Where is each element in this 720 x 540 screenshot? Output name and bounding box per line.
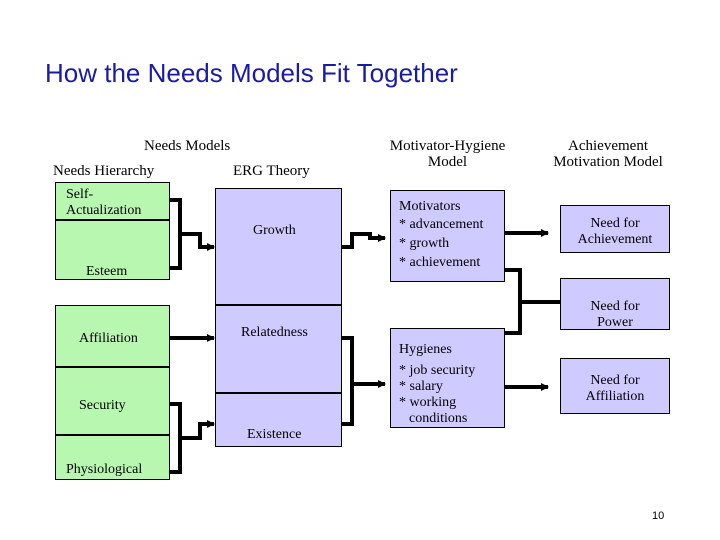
existence-label: Existence [247, 427, 302, 442]
affiliation-label: Affiliation [79, 331, 138, 346]
motivators-item-advancement: * advancement [399, 217, 484, 232]
motivators-item-achievement: * achievement [399, 255, 481, 270]
need-achievement-line1: Need for [590, 216, 640, 231]
need-affiliation-line2: Affiliation [585, 389, 645, 404]
erg-growth: Growth [215, 188, 342, 305]
connector-power-motivators-hygienes [505, 268, 560, 335]
connector-growth-motivators [342, 232, 386, 249]
header-erg-theory: ERG Theory [233, 163, 310, 179]
need-power-line2: Power [597, 315, 633, 330]
need-achievement-line2: Achievement [577, 232, 653, 247]
header-needs-hierarchy: Needs Hierarchy [53, 163, 155, 179]
hierarchy-physiological: Physiological [55, 435, 170, 480]
erg-relatedness: Relatedness [215, 305, 342, 393]
self-actualization-line1: Self- [66, 187, 94, 202]
slide-title: How the Needs Models Fit Together [45, 58, 458, 88]
esteem-label: Esteem [86, 264, 128, 279]
header-achievement-line2: Motivation Model [553, 154, 663, 170]
hygienes-item-salary: * salary [399, 379, 443, 394]
hygienes-item-working: * working [399, 395, 457, 410]
self-actualization-line2: Actualization [66, 203, 142, 218]
bracket-to-existence [170, 402, 214, 474]
header-motivator-hygiene-line2: Model [427, 154, 468, 170]
need-affiliation-line1: Need for [590, 373, 640, 388]
page-number: 10 [652, 510, 665, 522]
need-for-affiliation: Need for Affiliation [560, 358, 670, 414]
erg-existence: Existence [215, 393, 342, 447]
header-needs-models: Needs Models [144, 138, 231, 154]
motivators-box: Motivators * advancement * growth * achi… [390, 190, 505, 282]
hygienes-box: Hygienes * job security * salary * worki… [390, 328, 505, 428]
header-motivator-hygiene: Motivator-Hygiene Model [375, 138, 520, 170]
hygienes-title: Hygienes [399, 342, 452, 357]
header-achievement-motivation: Achievement Motivation Model [538, 138, 678, 170]
motivators-item-growth: * growth [399, 236, 450, 251]
header-achievement-line1: Achievement [568, 138, 648, 154]
hierarchy-affiliation: Affiliation [55, 305, 170, 367]
header-motivator-hygiene-line1: Motivator-Hygiene [389, 138, 506, 154]
hierarchy-esteem: Esteem [55, 220, 170, 280]
hygienes-item-conditions: conditions [409, 411, 468, 426]
motivators-title: Motivators [399, 199, 461, 214]
hierarchy-security: Security [55, 367, 170, 435]
need-power-line1: Need for [590, 299, 640, 314]
need-for-power: Need for Power [560, 278, 670, 330]
growth-label: Growth [253, 223, 296, 238]
hygienes-item-job-security: * job security [399, 363, 476, 378]
need-for-achievement: Need for Achievement [560, 205, 670, 253]
relatedness-label: Relatedness [241, 325, 308, 340]
hierarchy-self-actualization: Self- Actualization [55, 182, 170, 220]
bracket-to-hygienes [342, 336, 385, 426]
security-label: Security [79, 398, 126, 413]
physiological-label: Physiological [66, 462, 143, 477]
bracket-to-growth [170, 198, 214, 270]
